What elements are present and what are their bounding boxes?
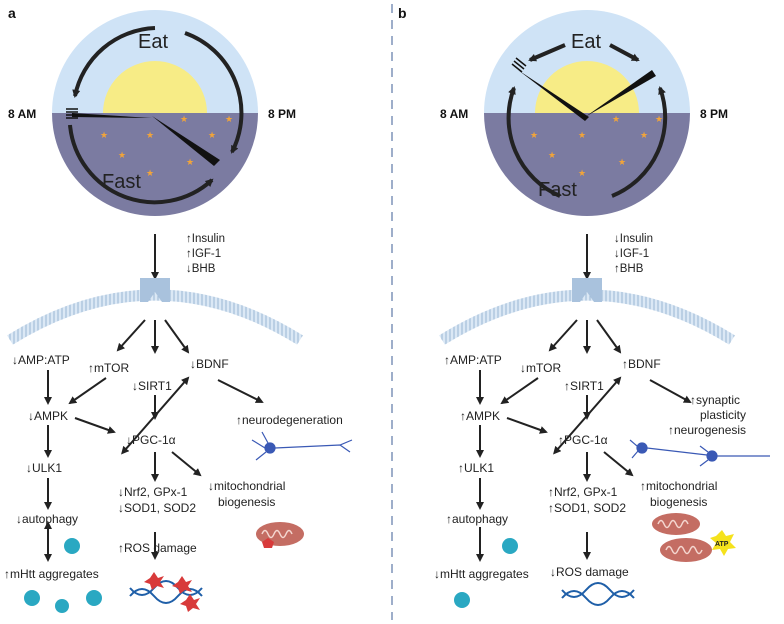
node-pgc1a: ↑PGC-1α bbox=[558, 433, 608, 447]
star-icon: ★ bbox=[146, 168, 154, 178]
star-icon: ★ bbox=[118, 150, 126, 160]
node-autophagy: ↑autophagy bbox=[446, 512, 508, 526]
node-ampk: ↓AMPK bbox=[28, 409, 68, 423]
node-neurodegeneration: ↑neurodegeneration bbox=[236, 413, 343, 427]
panel-b-letter: b bbox=[398, 5, 407, 21]
night-background bbox=[484, 113, 690, 216]
knife-hand-icon bbox=[585, 70, 656, 117]
node-synaptic-line2: plasticity bbox=[700, 408, 746, 422]
node-nrf2: ↓Nrf2, GPx-1 bbox=[118, 485, 188, 499]
knife-hand-icon bbox=[152, 116, 220, 166]
panel-b-clock bbox=[484, 10, 690, 216]
node-bdnf: ↑BDNF bbox=[622, 357, 661, 371]
receptor-icon bbox=[140, 278, 170, 302]
node-nrf2: ↑Nrf2, GPx-1 bbox=[548, 485, 618, 499]
fast-label: Fast bbox=[538, 179, 577, 201]
eat-arc-arrow bbox=[184, 31, 244, 154]
panel-b: b ★ ★ ★ ★ ★ ★ ★ ★ Eat Fast 8 AM 8 PM bbox=[398, 5, 770, 608]
neuron-icon bbox=[251, 431, 353, 461]
star-icons: ★ ★ ★ ★ ★ ★ ★ ★ bbox=[530, 114, 663, 178]
node-mhtt: ↑mHtt aggregates bbox=[4, 567, 99, 581]
node-synaptic-line1: ↑synaptic bbox=[690, 393, 740, 407]
star-icon: ★ bbox=[655, 114, 663, 124]
fast-arc-arrow bbox=[68, 124, 214, 205]
star-icon: ★ bbox=[225, 114, 233, 124]
signal-bhb: ↓BHB bbox=[186, 263, 216, 275]
node-bdnf: ↓BDNF bbox=[190, 357, 229, 371]
node-mtor: ↓mTOR bbox=[520, 361, 561, 375]
eat-arc-arrow-left bbox=[72, 26, 156, 98]
node-mito-line2: biogenesis bbox=[650, 495, 707, 509]
node-sod: ↑SOD1, SOD2 bbox=[548, 501, 626, 515]
aggregates-icon bbox=[454, 538, 518, 608]
star-icons: ★ ★ ★ ★ ★ ★ ★ ★ bbox=[100, 114, 233, 178]
node-amp-atp: ↑AMP:ATP bbox=[444, 353, 502, 367]
node-sirt1: ↓SIRT1 bbox=[132, 379, 172, 393]
panel-a-letter: a bbox=[8, 5, 16, 21]
mitochondrion-icon bbox=[256, 522, 304, 548]
eat-arrow-right bbox=[609, 43, 640, 62]
atp-icon: ATP bbox=[710, 530, 736, 556]
dna-damage-icon bbox=[129, 572, 203, 612]
star-icon: ★ bbox=[530, 130, 538, 140]
fork-icon bbox=[511, 57, 527, 73]
neuron-network-icon bbox=[629, 439, 770, 467]
star-icon: ★ bbox=[612, 114, 620, 124]
fast-arc-arrow-right bbox=[611, 86, 668, 198]
star-icon: ★ bbox=[578, 168, 586, 178]
fast-arc-arrow-left bbox=[506, 86, 561, 198]
mitochondria-icon bbox=[652, 513, 712, 562]
cell-membrane bbox=[7, 289, 303, 345]
node-neurogenesis: ↑neurogenesis bbox=[668, 423, 746, 437]
node-autophagy: ↓autophagy bbox=[16, 512, 78, 526]
star-icon: ★ bbox=[146, 130, 154, 140]
node-sod: ↓SOD1, SOD2 bbox=[118, 501, 196, 515]
fork-hand-icon bbox=[518, 70, 589, 121]
time-8pm: 8 PM bbox=[700, 107, 728, 121]
atp-label: ATP bbox=[715, 541, 729, 548]
time-8am: 8 AM bbox=[440, 107, 468, 121]
star-icon: ★ bbox=[100, 130, 108, 140]
receptor-icon bbox=[572, 278, 602, 302]
cell-membrane bbox=[439, 289, 735, 345]
star-icon: ★ bbox=[618, 157, 626, 167]
star-icon: ★ bbox=[208, 130, 216, 140]
fast-label: Fast bbox=[102, 171, 141, 193]
eat-arrow-left bbox=[528, 43, 566, 62]
fork-hand-icon bbox=[72, 113, 152, 118]
fork-icon bbox=[66, 108, 78, 119]
star-icon: ★ bbox=[578, 130, 586, 140]
star-icon: ★ bbox=[186, 157, 194, 167]
node-amp-atp: ↓AMP:ATP bbox=[12, 353, 70, 367]
signal-insulin: ↑Insulin bbox=[186, 233, 225, 245]
node-ulk1: ↓ULK1 bbox=[26, 461, 62, 475]
signal-insulin: ↓Insulin bbox=[614, 233, 653, 245]
node-sirt1: ↑SIRT1 bbox=[564, 379, 604, 393]
node-mito-line2: biogenesis bbox=[218, 495, 275, 509]
eat-label: Eat bbox=[571, 31, 601, 53]
node-mhtt: ↓mHtt aggregates bbox=[434, 567, 529, 581]
aggregates-icon bbox=[24, 538, 102, 613]
node-mtor: ↑mTOR bbox=[88, 361, 129, 375]
node-mito-line1: ↑mitochondrial bbox=[640, 479, 717, 493]
node-ampk: ↑AMPK bbox=[460, 409, 500, 423]
panel-a: a ★ ★ ★ ★ ★ ★ ★ ★ Eat Fast 8 AM 8 PM bbox=[4, 5, 353, 613]
node-ulk1: ↑ULK1 bbox=[458, 461, 494, 475]
star-icon: ★ bbox=[180, 114, 188, 124]
dna-icon bbox=[561, 582, 635, 606]
star-icon: ★ bbox=[548, 150, 556, 160]
signal-bhb: ↑BHB bbox=[614, 263, 644, 275]
star-icon: ★ bbox=[640, 130, 648, 140]
node-ros: ↑ROS damage bbox=[118, 541, 197, 555]
node-pgc1a: ↓PGC-1α bbox=[126, 433, 176, 447]
signal-igf1: ↑IGF-1 bbox=[186, 248, 221, 260]
node-mito-line1: ↓mitochondrial bbox=[208, 479, 285, 493]
node-ros: ↓ROS damage bbox=[550, 565, 629, 579]
time-8pm: 8 PM bbox=[268, 107, 296, 121]
time-8am: 8 AM bbox=[8, 107, 36, 121]
signal-igf1: ↓IGF-1 bbox=[614, 248, 649, 260]
eat-label: Eat bbox=[138, 31, 168, 53]
